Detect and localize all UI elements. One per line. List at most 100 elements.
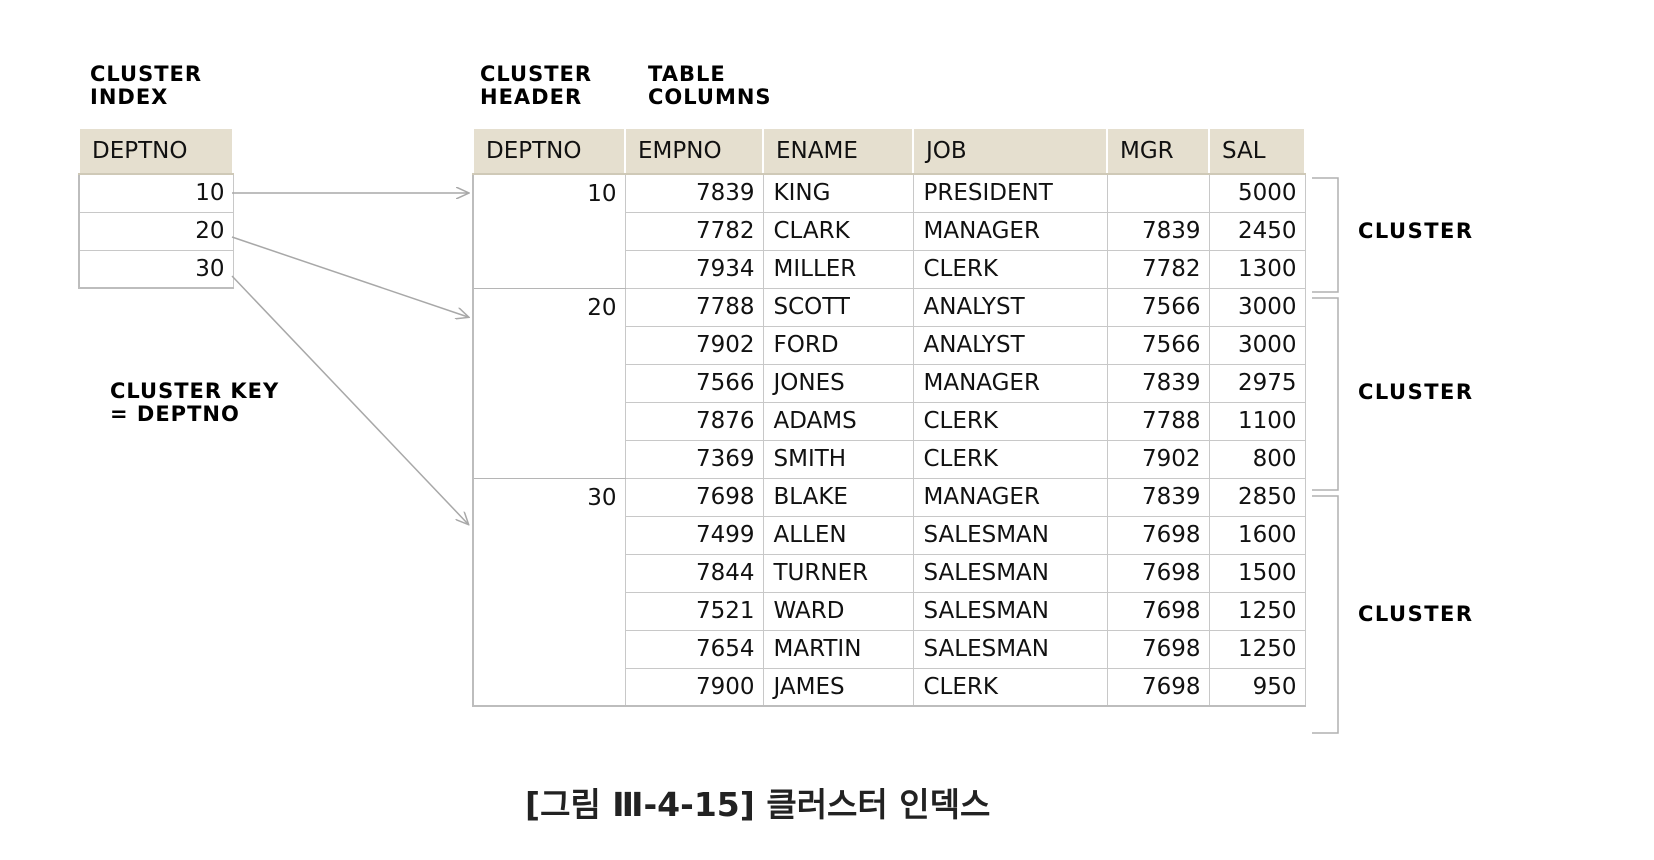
cell-empno: 7369 (625, 440, 764, 479)
cluster-label-30: CLUSTER (1358, 602, 1474, 626)
figure-caption: [그림 Ⅲ-4-15] 클러스터 인덱스 (525, 785, 991, 824)
cell-mgr: 7566 (1107, 288, 1210, 327)
cluster-index-table: DEPTNO 10 20 30 (78, 127, 234, 289)
cell-job: PRESIDENT (913, 174, 1108, 213)
cell-mgr: 7698 (1107, 592, 1210, 631)
cell-empno: 7839 (625, 174, 764, 213)
cell-ename: KING (763, 174, 914, 213)
table-columns-heading: TABLE COLUMNS (648, 62, 772, 109)
cluster-key-label: CLUSTER KEY = DEPTNO (110, 379, 280, 426)
cell-sal: 1600 (1209, 516, 1306, 555)
cluster-index-heading: CLUSTER INDEX (90, 62, 203, 109)
cell-ename: SMITH (763, 440, 914, 479)
cell-ename: JAMES (763, 668, 914, 707)
cell-ename: ALLEN (763, 516, 914, 555)
cell-empno: 7566 (625, 364, 764, 403)
cell-empno: 7900 (625, 668, 764, 707)
cluster-header-deptno-10: 10 (473, 174, 626, 289)
cell-ename: FORD (763, 326, 914, 365)
cell-sal: 2450 (1209, 212, 1306, 251)
arrow-dept-20 (231, 236, 468, 317)
cluster-header-deptno-30: 30 (473, 478, 626, 707)
cell-ename: MILLER (763, 250, 914, 289)
cell-empno: 7782 (625, 212, 764, 251)
cell-mgr: 7698 (1107, 630, 1210, 669)
cell-sal: 5000 (1209, 174, 1306, 213)
cell-job: SALESMAN (913, 516, 1108, 555)
cell-ename: BLAKE (763, 478, 914, 517)
cell-ename: SCOTT (763, 288, 914, 327)
cell-job: CLERK (913, 402, 1108, 441)
cell-empno: 7788 (625, 288, 764, 327)
cluster-label-20: CLUSTER (1358, 380, 1474, 404)
cell-sal: 3000 (1209, 326, 1306, 365)
cell-job: ANALYST (913, 326, 1108, 365)
cell-sal: 800 (1209, 440, 1306, 479)
cell-job: CLERK (913, 250, 1108, 289)
cell-mgr: 7698 (1107, 554, 1210, 593)
cell-empno: 7844 (625, 554, 764, 593)
cell-ename: CLARK (763, 212, 914, 251)
cell-mgr: 7782 (1107, 250, 1210, 289)
cluster-header-heading: CLUSTER HEADER (480, 62, 593, 109)
cluster-bracket-30 (1312, 495, 1339, 734)
cell-sal: 1100 (1209, 402, 1306, 441)
cell-sal: 1250 (1209, 630, 1306, 669)
cluster-bracket-10 (1312, 177, 1339, 293)
cell-ename: TURNER (763, 554, 914, 593)
cell-job: SALESMAN (913, 630, 1108, 669)
cell-mgr: 7839 (1107, 478, 1210, 517)
cell-sal: 1250 (1209, 592, 1306, 631)
cell-sal: 1500 (1209, 554, 1306, 593)
index-header-deptno: DEPTNO (78, 127, 234, 175)
cell-sal: 950 (1209, 668, 1306, 707)
cell-job: ANALYST (913, 288, 1108, 327)
cluster-label-10: CLUSTER (1358, 219, 1474, 243)
cell-ename: ADAMS (763, 402, 914, 441)
cell-ename: JONES (763, 364, 914, 403)
cell-empno: 7499 (625, 516, 764, 555)
cell-mgr: 7788 (1107, 402, 1210, 441)
emp-header-deptno: DEPTNO (472, 127, 626, 175)
cell-mgr: 7566 (1107, 326, 1210, 365)
cell-sal: 3000 (1209, 288, 1306, 327)
cell-sal: 1300 (1209, 250, 1306, 289)
cell-mgr: 7698 (1107, 516, 1210, 555)
index-value-20: 20 (79, 212, 234, 251)
cell-empno: 7698 (625, 478, 764, 517)
cell-empno: 7521 (625, 592, 764, 631)
cell-job: MANAGER (913, 478, 1108, 517)
cluster-bracket-20 (1312, 297, 1339, 491)
cell-empno: 7876 (625, 402, 764, 441)
emp-header-job: JOB (912, 127, 1108, 175)
cell-sal: 2975 (1209, 364, 1306, 403)
cell-job: MANAGER (913, 364, 1108, 403)
cell-empno: 7934 (625, 250, 764, 289)
emp-header-empno: EMPNO (624, 127, 764, 175)
emp-header-sal: SAL (1208, 127, 1306, 175)
cell-job: SALESMAN (913, 554, 1108, 593)
cell-mgr: 7698 (1107, 668, 1210, 707)
cell-mgr: 7839 (1107, 212, 1210, 251)
cluster-header-deptno-20: 20 (473, 288, 626, 479)
cell-job: SALESMAN (913, 592, 1108, 631)
cell-empno: 7902 (625, 326, 764, 365)
cell-job: CLERK (913, 668, 1108, 707)
